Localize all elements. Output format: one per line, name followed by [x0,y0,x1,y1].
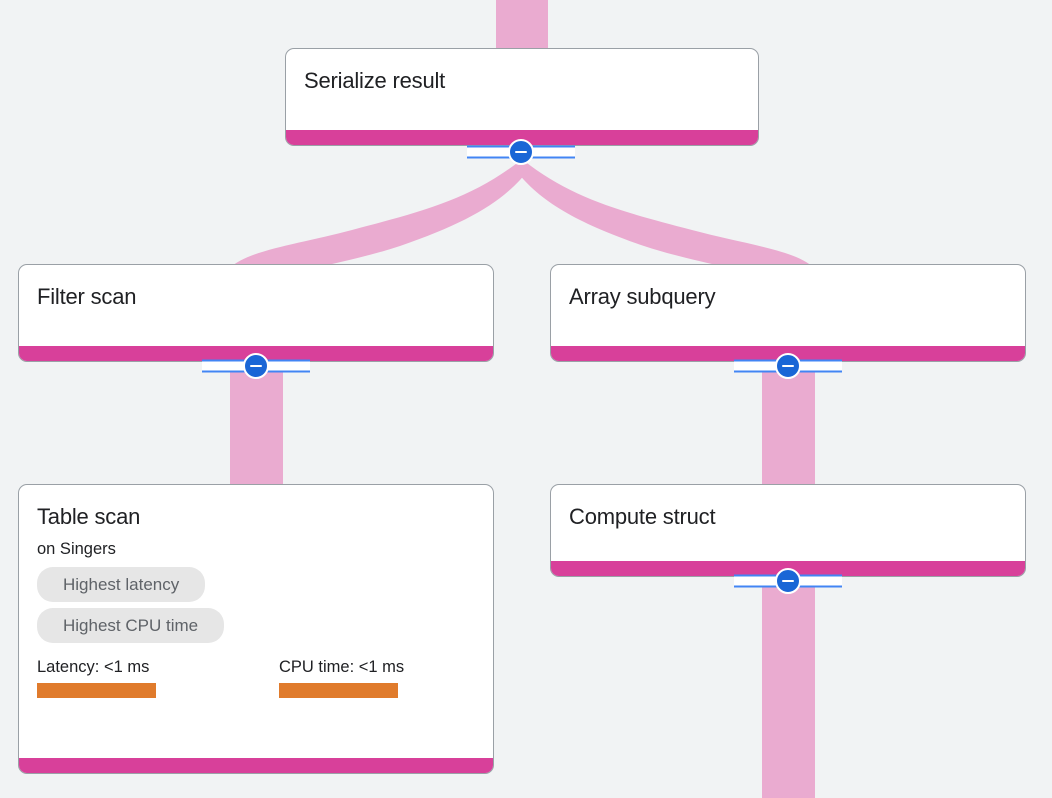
edge-outgoing-compute-struct [762,581,815,798]
metric-latency: Latency: <1 ms [37,656,156,698]
node-metrics: Latency: <1 ms CPU time: <1 ms [37,656,475,698]
node-title: Compute struct [569,504,716,529]
edge-array-subquery-to-compute-struct [762,366,815,488]
node-table-scan[interactable]: Table scan on Singers Highest latency Hi… [18,484,494,774]
node-body: Filter scan [19,265,493,346]
minus-icon[interactable] [508,139,534,165]
metric-label: Latency: <1 ms [37,658,150,676]
collapse-toggle-serialize-result[interactable] [461,139,581,165]
node-title: Array subquery [569,284,716,309]
collapse-toggle-filter-scan[interactable] [196,353,316,379]
metric-bar [279,683,398,698]
node-title: Filter scan [37,284,137,309]
node-accent-bar [286,130,758,145]
node-accent-bar [19,758,493,773]
node-compute-struct[interactable]: Compute struct [550,484,1026,577]
toggle-rail-right [266,359,310,373]
node-subtitle: on Singers [37,540,116,558]
toggle-rail-left [734,359,778,373]
toggle-rail-right [531,145,575,159]
node-body: Serialize result [286,49,758,130]
minus-icon[interactable] [243,353,269,379]
node-filter-scan[interactable]: Filter scan [18,264,494,362]
node-chip-list: Highest latency Highest CPU time [37,567,475,649]
minus-icon[interactable] [775,568,801,594]
edge-filter-scan-to-table-scan [230,366,283,488]
toggle-rail-left [734,574,778,588]
status-badge-highest-cpu-time: Highest CPU time [37,608,225,643]
node-body: Table scan on Singers Highest latency Hi… [19,485,493,758]
collapse-toggle-array-subquery[interactable] [728,353,848,379]
metric-label: CPU time: <1 ms [279,658,405,676]
edge-incoming-serialize-result [496,0,548,52]
node-title: Table scan [37,504,141,529]
toggle-rail-left [202,359,246,373]
node-body: Compute struct [551,485,1025,561]
node-title: Serialize result [304,68,446,93]
toggle-rail-right [798,359,842,373]
status-badge-highest-latency: Highest latency [37,567,206,602]
metric-bar [37,683,156,698]
toggle-rail-right [798,574,842,588]
collapse-toggle-compute-struct[interactable] [728,568,848,594]
minus-icon[interactable] [775,353,801,379]
toggle-rail-left [467,145,511,159]
node-array-subquery[interactable]: Array subquery [550,264,1026,362]
metric-cpu-time: CPU time: <1 ms [279,656,404,698]
node-serialize-result[interactable]: Serialize result [285,48,759,146]
node-body: Array subquery [551,265,1025,346]
